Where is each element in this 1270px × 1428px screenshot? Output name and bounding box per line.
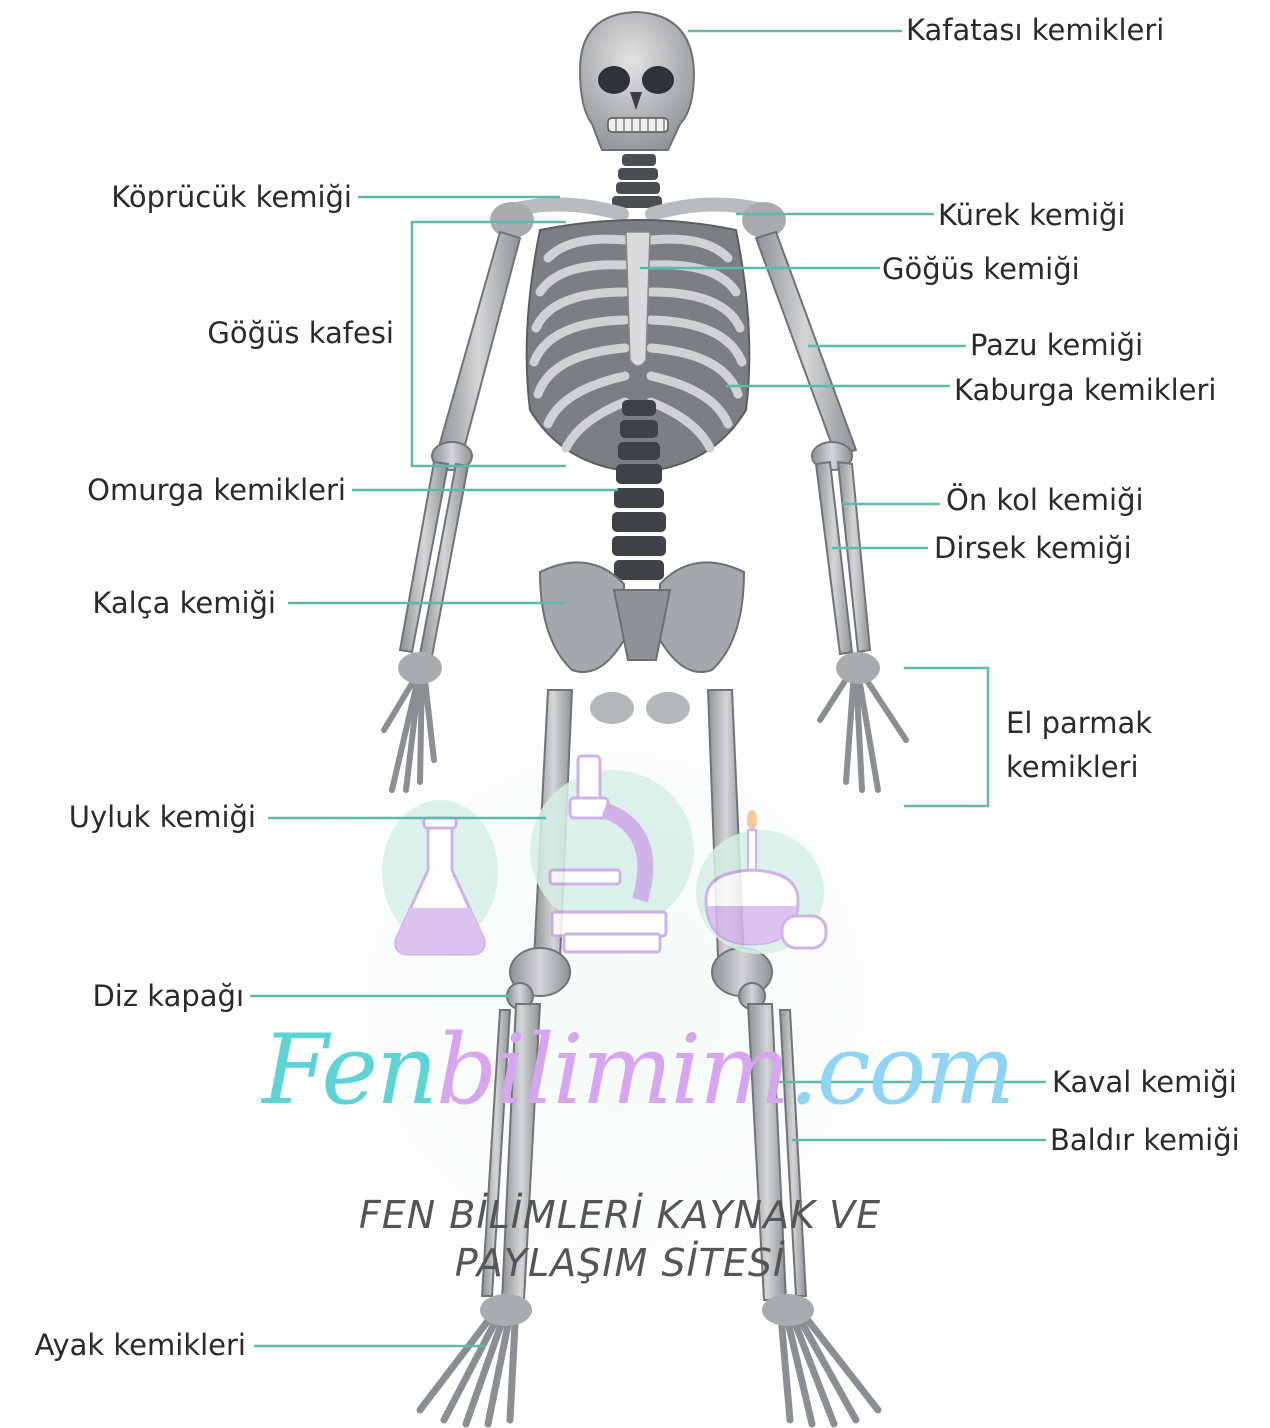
label-humerus: Pazu kemiği: [970, 328, 1143, 362]
label-radius: Ön kol kemiği: [946, 483, 1144, 517]
label-fingers-line2: kemikleri: [1006, 750, 1139, 784]
watermark-brand-part2: bilimim: [436, 1014, 788, 1126]
watermark-brand-part1: Fen: [262, 1014, 436, 1126]
label-ribs: Kaburga kemikleri: [954, 373, 1216, 407]
label-spine: Omurga kemikleri: [0, 473, 346, 507]
cervical-vertebrae: [612, 154, 662, 208]
label-tibia: Kaval kemiği: [1052, 1065, 1237, 1099]
watermark-subtitle-line2: PAYLAŞIM SİTESİ: [300, 1240, 940, 1286]
watermark-subtitle-line1: FEN BİLİMLERİ KAYNAK VE: [300, 1192, 940, 1238]
label-patella: Diz kapağı: [0, 979, 244, 1013]
label-ribcage: Göğüs kafesi: [0, 316, 394, 350]
label-clavicle: Köprücük kemiği: [0, 180, 352, 214]
label-scapula: Kürek kemiği: [938, 198, 1125, 232]
label-sternum: Göğüs kemiği: [882, 252, 1080, 286]
label-fibula: Baldır kemiği: [1050, 1123, 1240, 1157]
watermark-brand: Fenbilimim.com: [262, 1010, 1002, 1130]
label-skull: Kafatası kemikleri: [906, 13, 1164, 47]
label-foot: Ayak kemikleri: [0, 1328, 246, 1362]
label-femur: Uyluk kemiği: [0, 800, 256, 834]
lumbar-spine: [612, 400, 666, 580]
flask-icon: [382, 800, 498, 954]
watermark-brand-part3: .com: [788, 1014, 1013, 1126]
label-hip: Kalça kemiği: [0, 586, 276, 620]
label-ulna: Dirsek kemiği: [934, 531, 1132, 565]
label-fingers-line1: El parmak: [1006, 706, 1152, 740]
skull: [580, 12, 694, 150]
